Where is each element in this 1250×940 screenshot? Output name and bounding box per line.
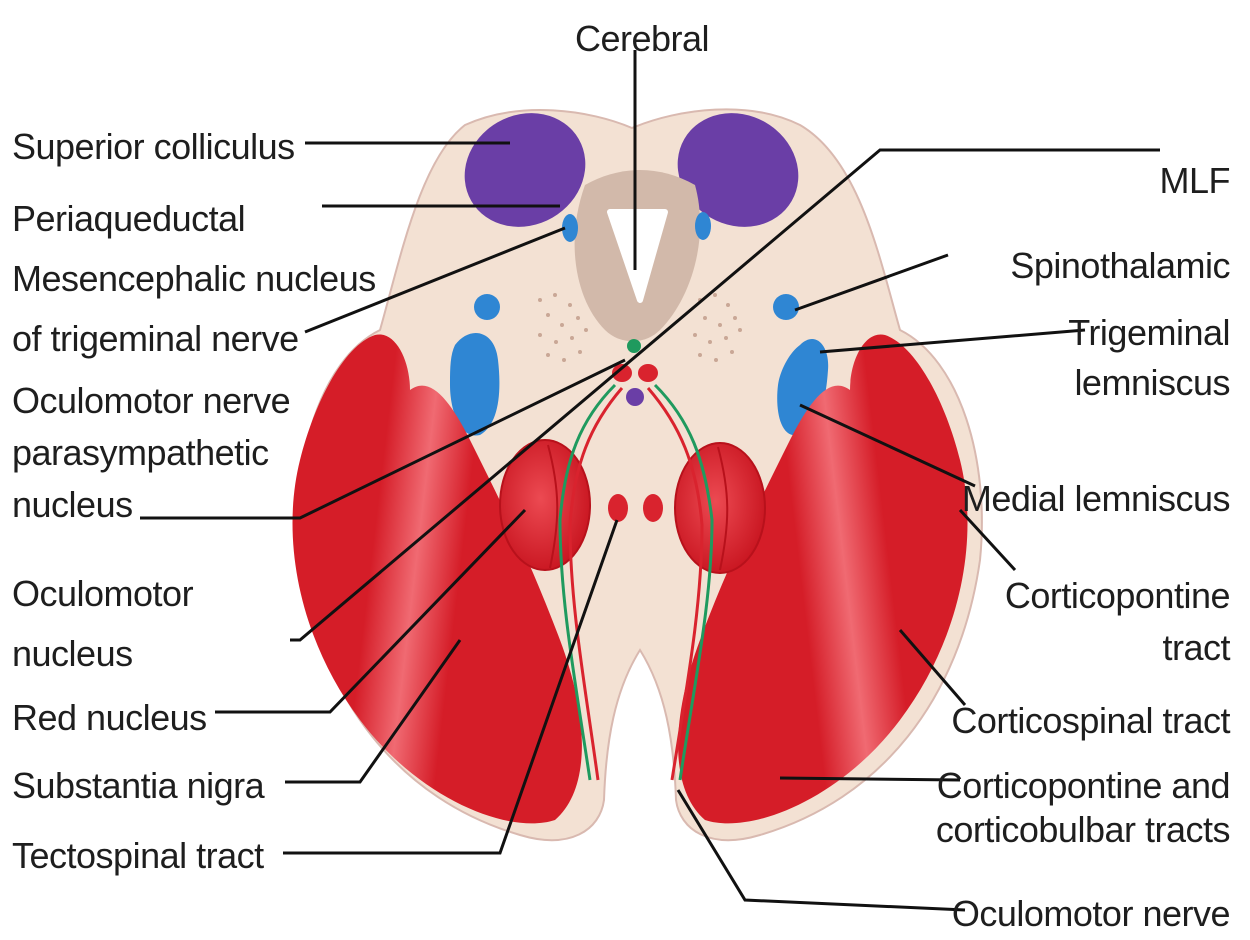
tectospinal-dot-right	[643, 494, 663, 522]
tectospinal-dot-left	[608, 494, 628, 522]
label-corticopontine-corticobulbar: Corticopontine and corticobulbar tracts	[936, 765, 1230, 851]
spinothalamic-right	[773, 294, 799, 320]
label-oculomotor-parasympathetic: Oculomotor nerve parasympathetic nucleus	[12, 380, 290, 526]
label-mlf: MLF	[1160, 160, 1231, 202]
label-trigeminal-lemniscus: Trigeminal lemniscus	[1068, 312, 1230, 404]
label-oculomotor-nerve: Oculomotor nerve	[952, 893, 1230, 935]
label-corticospinal-tract: Corticospinal tract	[951, 700, 1230, 742]
label-periaqueductal: Periaqueductal	[12, 198, 245, 240]
label-mesencephalic-nucleus: Mesencephalic nucleus of trigeminal nerv…	[12, 258, 376, 360]
label-corticopontine-tract: Corticopontine tract	[1005, 575, 1230, 669]
title-cerebral: Cerebral	[575, 18, 709, 60]
label-medial-lemniscus: Medial lemniscus	[962, 478, 1230, 520]
red-nucleus-right	[675, 443, 765, 573]
label-oculomotor-nucleus: Oculomotor nucleus	[12, 573, 193, 675]
label-tectospinal-tract: Tectospinal tract	[12, 835, 264, 877]
mesencephalic-nucleus-right	[695, 212, 711, 240]
label-superior-colliculus: Superior colliculus	[12, 126, 295, 168]
label-red-nucleus: Red nucleus	[12, 697, 207, 739]
spinothalamic-left	[474, 294, 500, 320]
label-spinothalamic: Spinothalamic	[1010, 245, 1230, 287]
label-substantia-nigra: Substantia nigra	[12, 765, 264, 807]
